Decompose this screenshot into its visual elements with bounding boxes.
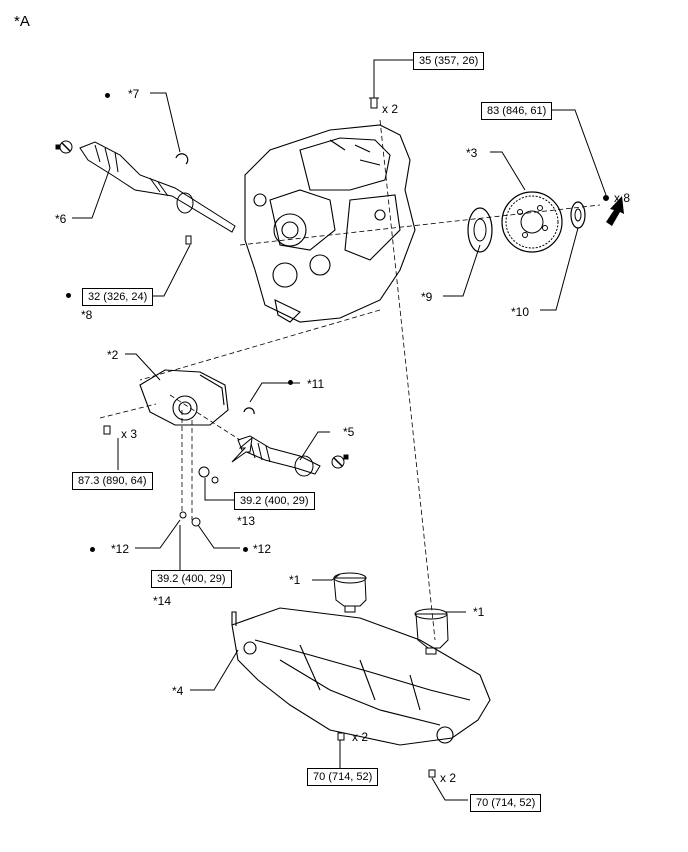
callout-8: *8	[81, 308, 93, 322]
engine-assembly	[244, 124, 416, 323]
leader-star2	[125, 353, 161, 381]
figure-id: *A	[14, 13, 30, 30]
callout-6: *6	[55, 212, 67, 226]
do-not-reuse-mark-right	[331, 454, 349, 469]
drive-plate	[501, 191, 563, 253]
leader-star3	[490, 151, 526, 191]
align-diff	[139, 309, 381, 381]
callout-4: *4	[172, 684, 184, 698]
leader-star12b	[197, 524, 240, 549]
leader-star4	[190, 649, 239, 691]
callout-13: *13	[237, 514, 256, 528]
leader-shaft-bolt	[150, 244, 191, 297]
nut-a	[179, 511, 187, 519]
callout-12-left: *12	[111, 542, 130, 556]
leader-star12a	[135, 519, 181, 549]
torque-frame-left: 70 (714, 52)	[307, 768, 379, 786]
diff-nut-small	[211, 476, 219, 484]
snap-ring-left	[175, 153, 189, 165]
engine-mount-right	[414, 608, 449, 655]
torque-diff-nut-lower: 39.2 (400, 29)	[151, 570, 232, 588]
torque-diff-nut: 39.2 (400, 29)	[234, 492, 315, 510]
diff-nut	[198, 466, 210, 478]
align-mount	[379, 119, 436, 641]
qty-frame-right: x 2	[440, 771, 457, 785]
callout-2: *2	[107, 348, 119, 362]
callout-5: *5	[343, 425, 355, 439]
callout-1-right: *1	[473, 605, 485, 619]
dot-12-right	[243, 547, 248, 552]
torque-flywheel-bolt: 83 (846, 61)	[481, 102, 553, 120]
align-crank	[239, 204, 601, 246]
callout-14: *14	[153, 594, 172, 608]
snap-ring-right	[243, 407, 255, 415]
torque-diff-bolt: 87.3 (890, 64)	[72, 472, 153, 490]
leader-star7	[150, 92, 181, 153]
callout-10: *10	[511, 305, 530, 319]
leader-star10	[540, 227, 579, 311]
leader-star1a	[312, 573, 341, 581]
callout-7: *7	[128, 87, 140, 101]
frame-bolt-left	[337, 732, 345, 741]
leader-frame-right	[431, 777, 468, 801]
rear-spacer	[570, 201, 586, 229]
torque-engine-top-bolt: 35 (357, 26)	[413, 52, 485, 70]
leader-star11	[249, 382, 300, 403]
torque-frame-right: 70 (714, 52)	[470, 794, 542, 812]
front-differential	[139, 369, 229, 426]
qty-frame-left: x 2	[352, 730, 369, 744]
front-suspension-member	[231, 607, 491, 746]
leader-diff-nut	[204, 478, 236, 501]
shaft-bolt	[185, 235, 192, 245]
dot-8	[66, 293, 71, 298]
align-shaft	[169, 394, 241, 441]
frame-bolt-right	[428, 769, 436, 778]
leader-star5	[299, 431, 330, 461]
qty-diff-bolt: x 3	[121, 427, 138, 441]
callout-12-right: *12	[253, 542, 272, 556]
torque-shaft-bolt: 32 (326, 24)	[82, 288, 154, 306]
leader-star6	[72, 167, 111, 219]
callout-9: *9	[421, 290, 433, 304]
leader-engine-top	[373, 59, 413, 98]
dot-7	[105, 93, 110, 98]
install-direction-arrow	[231, 436, 253, 463]
engine-mount-left	[333, 572, 367, 613]
callout-11: *11	[307, 377, 325, 391]
dot-12-left	[90, 547, 95, 552]
flywheel-direction-arrow	[606, 196, 624, 226]
flywheel-bolt	[603, 195, 609, 201]
do-not-reuse-mark-left	[55, 140, 73, 154]
engine-top-bolt	[369, 97, 379, 109]
nut-b	[191, 517, 201, 527]
qty-engine-top: x 2	[382, 102, 399, 116]
leader-star9	[443, 244, 481, 297]
front-spacer	[467, 207, 493, 253]
qty-flywheel: x 8	[614, 191, 631, 205]
diff-bolt	[103, 425, 111, 435]
callout-1-left: *1	[289, 573, 301, 587]
leader-flywheel	[545, 109, 607, 196]
dot-11	[288, 380, 293, 385]
callout-3: *3	[466, 146, 478, 160]
front-drive-shaft-left	[79, 141, 236, 233]
align-diff-bolts	[99, 403, 157, 419]
